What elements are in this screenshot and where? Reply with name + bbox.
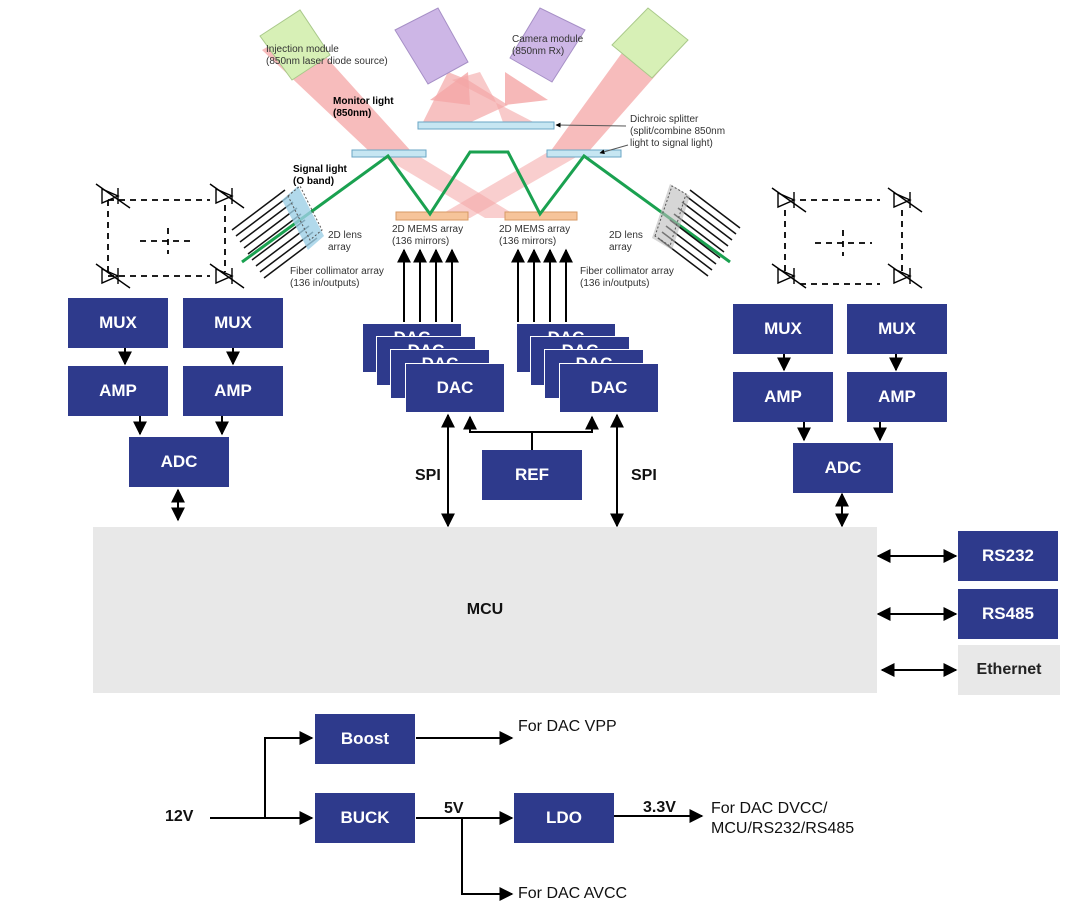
camera-arrow-left (430, 72, 470, 105)
mux-block-1: MUX (68, 298, 168, 348)
injection-module-label: Injection module (850nm laser diode sour… (266, 44, 388, 67)
amp-block-1: AMP (68, 366, 168, 416)
fiber-collimator-left-label: Fiber collimator array (136 in/outputs) (290, 266, 384, 289)
camera-module-label: Camera module (850nm Rx) (512, 34, 584, 57)
photodiode-array-left (107, 199, 226, 277)
injection-module-left-shape (259, 9, 331, 81)
mcu-block: MCU (93, 527, 877, 693)
dac-block-right-4: DAC (559, 363, 659, 413)
mux-block-2: MUX (183, 298, 283, 348)
buck-block: BUCK (315, 793, 415, 843)
camera-beam-right (452, 72, 545, 128)
optics-illustration (231, 7, 741, 279)
input-12v-label: 12V (165, 808, 194, 825)
dichroic-splitter-top (417, 121, 555, 130)
rail-5v-label: 5V (444, 800, 464, 817)
camera-arrow-right (505, 72, 548, 105)
adc-block-left: ADC (129, 437, 229, 487)
for-dac-dvcc-label: For DAC DVCC/ MCU/RS232/RS485 (711, 800, 855, 837)
for-dac-avcc-label: For DAC AVCC (518, 885, 628, 902)
rs485-block: RS485 (958, 589, 1058, 639)
boost-block: Boost (315, 714, 415, 764)
lens-array-left-shape (282, 185, 324, 250)
amp-block-2: AMP (183, 366, 283, 416)
ethernet-block: Ethernet (958, 645, 1060, 695)
amp-block-3: AMP (733, 372, 833, 422)
for-dac-vpp-label: For DAC VPP (518, 718, 617, 735)
dac-block-left-4: DAC (405, 363, 505, 413)
camera-module-right-shape (509, 7, 586, 83)
lens-array-left-label: 2D lens array (328, 230, 362, 253)
adc-block-right: ADC (793, 443, 893, 493)
mux-block-4: MUX (847, 304, 947, 354)
ref-block: REF (482, 450, 582, 500)
ldo-block: LDO (514, 793, 614, 843)
mux-block-3: MUX (733, 304, 833, 354)
rail-3v3-label: 3.3V (643, 799, 676, 816)
mems-array-right-label: 2D MEMS array (136 mirrors) (499, 224, 571, 247)
photodiode-icons (95, 183, 923, 289)
signal-arrows (118, 248, 958, 901)
rs232-block: RS232 (958, 531, 1058, 581)
lens-array-right-label: 2D lens array (609, 230, 643, 253)
injection-module-right-shape (611, 7, 689, 79)
camera-module-left-shape (394, 7, 469, 85)
spi-label-left: SPI (415, 467, 441, 484)
monitor-light-label: Monitor light (850nm) (333, 96, 394, 119)
photodiode-array-right (784, 199, 903, 285)
fiber-collimator-right-label: Fiber collimator array (136 in/outputs) (580, 266, 674, 289)
amp-block-4: AMP (847, 372, 947, 422)
signal-light-label: Signal light (O band) (293, 164, 347, 187)
signal-path (241, 150, 731, 264)
mems-array-left-label: 2D MEMS array (136 mirrors) (392, 224, 464, 247)
dichroic-splitter-label: Dichroic splitter (split/combine 850nm l… (630, 114, 726, 149)
return-beam-right (435, 152, 585, 218)
spi-label-right: SPI (631, 467, 657, 484)
lens-array-right-shape (652, 184, 690, 250)
